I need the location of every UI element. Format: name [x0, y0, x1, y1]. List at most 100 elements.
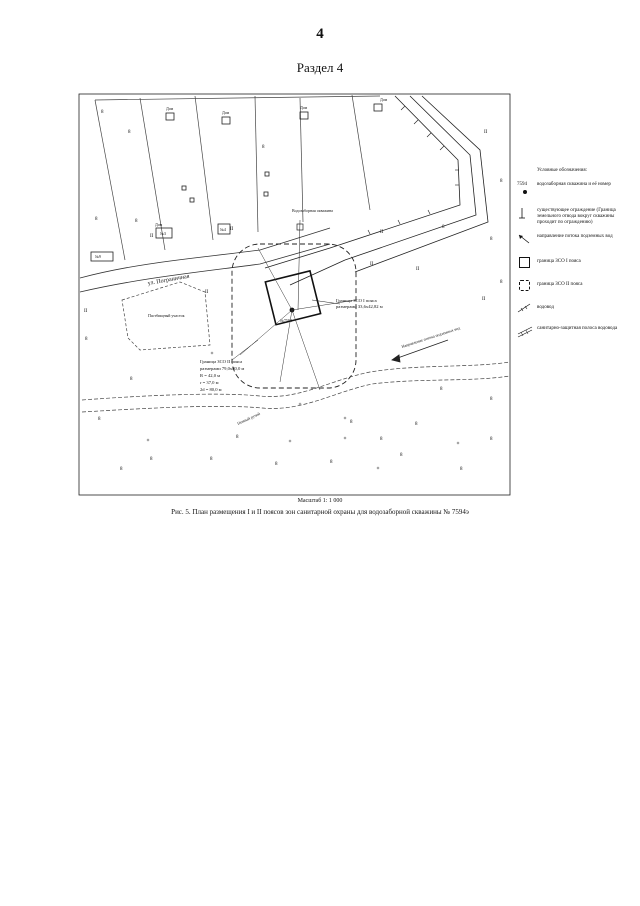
- house-label-3: Дом: [300, 105, 308, 110]
- house-7: [217, 223, 231, 235]
- garden-label: Пастбищный участок: [148, 313, 185, 318]
- legend-pipeline-text: водовод: [537, 305, 554, 310]
- zone2-callout: Граница ЗСО II пояса размерами 79,0х80,0…: [200, 339, 259, 393]
- house-label-5: Дом: [155, 222, 163, 227]
- zone2-diameter: 2d = 80,0 м: [200, 387, 222, 393]
- legend-item-pipeline: водовод: [517, 303, 627, 316]
- house-3: [299, 111, 309, 120]
- pipeline-icon: [517, 303, 531, 313]
- house-label-4: Дом: [380, 97, 388, 102]
- legend-fence-text: существующее ограждение (Граница земельн…: [537, 208, 616, 225]
- zone2-size: размерами 79,0х80,0 м: [200, 366, 244, 372]
- svg-text:II: II: [150, 234, 154, 239]
- fence-icon: [519, 208, 525, 219]
- house-2: [221, 116, 231, 125]
- house-label-1: Дом: [166, 106, 174, 111]
- house-number-3: №4: [220, 227, 226, 232]
- page-number: 4: [316, 26, 324, 42]
- svg-text:8: 8: [95, 217, 98, 222]
- map-scale: Масштаб 1: 1 000: [297, 498, 343, 504]
- flow-arrow-icon: [518, 234, 530, 244]
- legend-item-sanitary-strip: санитарно-защитная полоса водовода: [517, 326, 627, 341]
- map-frame: [78, 93, 511, 496]
- svg-text:8: 8: [210, 457, 213, 462]
- svg-text:8: 8: [500, 179, 503, 184]
- legend-well-text: водозаборная скважина и её номер: [537, 182, 611, 187]
- svg-text:8: 8: [460, 467, 463, 472]
- street: [79, 227, 331, 293]
- well-number: №7594: [280, 318, 292, 323]
- legend-item-zone1: граница ЗСО I пояса: [517, 257, 627, 268]
- well-dot-icon: [523, 190, 527, 194]
- zone1-size: размерами 33,6х42,82 м: [336, 304, 383, 310]
- svg-text:8: 8: [330, 460, 333, 465]
- house-5: [155, 227, 173, 239]
- svg-text:II: II: [205, 290, 209, 295]
- svg-text:II: II: [84, 309, 88, 314]
- section-title: Раздел 4: [296, 60, 344, 75]
- legend-zone1-text: граница ЗСО I пояса: [537, 259, 581, 264]
- house-label-2: Дом: [222, 110, 230, 115]
- legend: Условные обозначения: 7594 водозаборная …: [517, 168, 627, 341]
- zone2-boundary: [231, 243, 357, 389]
- house-4: [373, 103, 383, 112]
- zone1-label: Граница ЗСО I пояса: [336, 298, 377, 303]
- zone2-r-small: r = 37,0 м: [200, 380, 219, 386]
- fence-lines: [264, 95, 489, 286]
- house-number-2: №9: [95, 254, 101, 259]
- svg-text:8: 8: [262, 145, 265, 150]
- svg-text:II: II: [416, 267, 420, 272]
- svg-text:8: 8: [490, 437, 493, 442]
- legend-zone2-text: граница ЗСО II пояса: [537, 282, 583, 287]
- svg-text:8: 8: [85, 337, 88, 342]
- svg-text:8: 8: [415, 422, 418, 427]
- legend-flow-text: направление потока подземных вод: [537, 234, 613, 239]
- svg-text:8: 8: [120, 467, 123, 472]
- svg-text:8: 8: [101, 110, 104, 115]
- svg-text:8: 8: [442, 225, 445, 230]
- legend-well-number: 7594: [517, 182, 527, 187]
- legend-item-fence: существующее ограждение (Граница земельн…: [517, 208, 627, 226]
- svg-text:8: 8: [490, 397, 493, 402]
- svg-text:8: 8: [98, 417, 101, 422]
- svg-text:8: 8: [150, 457, 153, 462]
- svg-text:8: 8: [400, 453, 403, 458]
- legend-item-well: 7594 водозаборная скважина и её номер: [517, 182, 627, 194]
- legend-item-zone2: граница ЗСО II пояса: [517, 280, 627, 291]
- svg-text:II: II: [484, 130, 488, 135]
- sanitary-strip-icon: [517, 326, 533, 338]
- svg-text:8: 8: [128, 130, 131, 135]
- house-6: [90, 251, 114, 262]
- legend-sanitary-text: санитарно-защитная полоса водовода: [537, 326, 618, 331]
- svg-text:8: 8: [500, 280, 503, 285]
- zone1-callout: Граница ЗСО I пояса размерами 33,6х42,82…: [311, 298, 383, 310]
- svg-text:8: 8: [490, 237, 493, 242]
- house-1: [165, 112, 175, 121]
- river-label: Пенный ручей: [236, 411, 261, 426]
- stream: [81, 361, 511, 413]
- svg-text:8: 8: [350, 420, 353, 425]
- svg-text:8: 8: [135, 219, 138, 224]
- houses: [90, 103, 383, 262]
- legend-item-flow: направление потока подземных вод: [517, 234, 627, 247]
- svg-text:II: II: [230, 227, 234, 232]
- svg-text:8: 8: [440, 387, 443, 392]
- flow-arrow: [391, 339, 449, 363]
- svg-text:II: II: [482, 297, 486, 302]
- house-number-1: №3: [160, 231, 166, 236]
- svg-text:8: 8: [275, 462, 278, 467]
- zone2-dashed-square-icon: [519, 280, 530, 291]
- zone2-r-big: R = 42,0 м: [200, 373, 220, 379]
- svg-text:8: 8: [130, 377, 133, 382]
- garden-plot: [121, 281, 211, 351]
- fence-ticks: [367, 105, 459, 235]
- zone2-label: Граница ЗСО II пояса: [200, 359, 242, 364]
- svg-text:II: II: [370, 262, 374, 267]
- flow-label: Направление потока подземных вод: [401, 325, 461, 349]
- svg-text:8: 8: [380, 437, 383, 442]
- well-label: Водозаборная скважина: [292, 208, 333, 213]
- parcel-lines: [94, 94, 381, 261]
- figure-caption: Рис. 5. План размещения I и II поясов зо…: [171, 508, 469, 516]
- zone1-boundary: [264, 269, 322, 326]
